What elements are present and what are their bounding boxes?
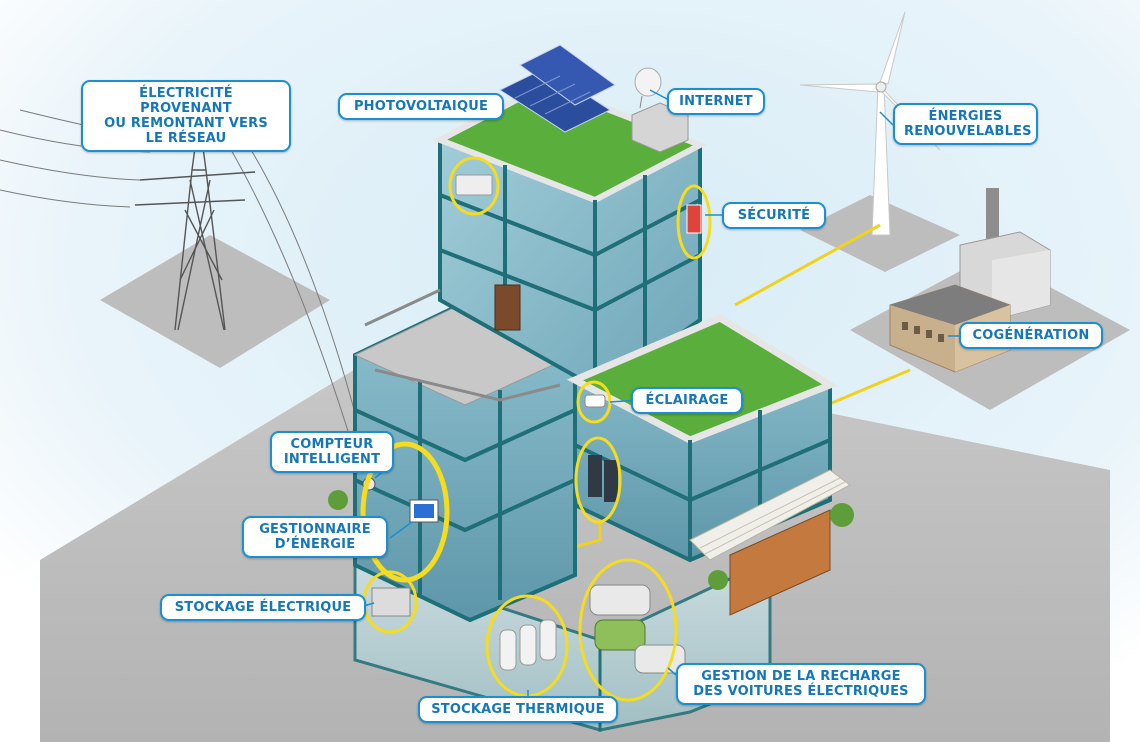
trees xyxy=(328,490,854,590)
terrace-railing xyxy=(364,288,561,402)
callout-energy-manager: GESTIONNAIRE D’ÉNERGIE xyxy=(242,516,388,558)
satellite-dish-icon xyxy=(634,67,662,109)
callout-renewables: ÉNERGIES RENOUVELABLES xyxy=(893,103,1038,145)
callout-grid: ÉLECTRICITÉ PROVENANT OU REMONTANT VERS … xyxy=(81,80,291,152)
callout-electric-storage: STOCKAGE ÉLECTRIQUE xyxy=(160,594,366,621)
pylon-ground xyxy=(100,235,330,368)
callout-security: SÉCURITÉ xyxy=(722,202,826,229)
air-unit xyxy=(455,174,493,196)
left-frame xyxy=(354,380,576,600)
tower-frame xyxy=(439,165,701,390)
callout-thermal-storage: STOCKAGE THERMIQUE xyxy=(418,696,618,723)
callout-lighting: ÉCLAIRAGE xyxy=(631,387,743,414)
garage-doors xyxy=(729,509,831,616)
security-panel xyxy=(686,204,702,234)
servers xyxy=(588,455,618,502)
callout-smart-meter: COMPTEUR INTELLIGENT xyxy=(270,431,394,473)
callout-photovoltaic: PHOTOVOLTAIQUE xyxy=(338,93,504,120)
solar-panel-icon xyxy=(498,44,616,133)
thermal-tanks xyxy=(499,619,557,671)
tower-door xyxy=(494,284,521,331)
tower-green-roof xyxy=(432,81,708,204)
callout-internet: INTERNET xyxy=(667,88,765,115)
light-fixture xyxy=(584,394,606,408)
callout-ev-charging: GESTION DE LA RECHARGE DES VOITURES ÉLEC… xyxy=(676,663,926,705)
callout-cogeneration: COGÉNÉRATION xyxy=(959,322,1103,349)
internet-box xyxy=(631,102,689,153)
battery-unit xyxy=(371,587,411,617)
cogeneration-plant-icon xyxy=(889,188,1051,373)
